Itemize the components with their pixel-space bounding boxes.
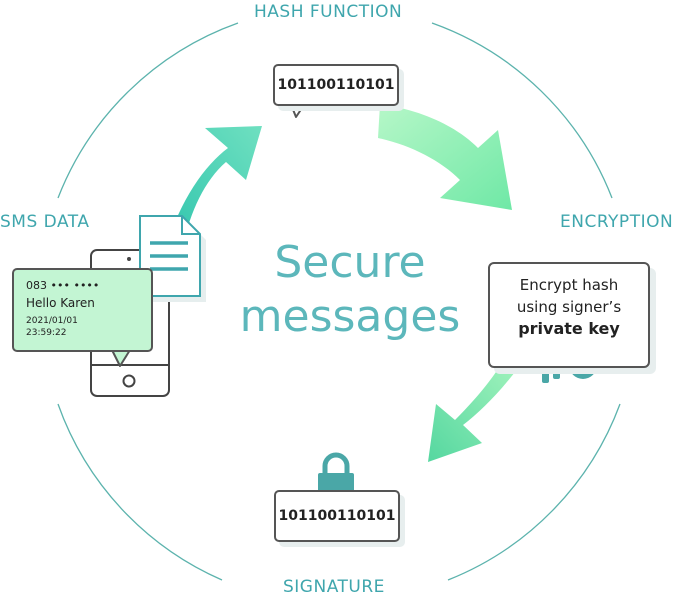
signature-value: 101100110101 <box>278 508 396 524</box>
encrypt-description-box: Encrypt hash using signer’s private key <box>488 262 650 368</box>
label-encryption: ENCRYPTION <box>560 212 674 232</box>
encrypt-line2: using signer’s <box>516 298 622 316</box>
document-icon <box>139 215 206 302</box>
center-title: Secure messages <box>200 236 500 344</box>
center-title-line1: Secure <box>274 237 426 288</box>
sms-time: 23:59:22 <box>26 328 67 338</box>
encrypt-line3: private key <box>518 319 620 338</box>
arrow-icon <box>428 368 518 462</box>
center-title-line2: messages <box>239 291 461 342</box>
cycle-circle <box>57 22 621 581</box>
label-signature: SIGNATURE <box>283 577 385 597</box>
sms-greeting: Hello Karen <box>26 296 95 310</box>
signature-value-box: 101100110101 <box>274 490 400 542</box>
label-sms-data: SMS DATA <box>0 212 90 232</box>
hash-value-box: 101100110101 <box>273 64 399 106</box>
arrow-icon <box>378 104 512 210</box>
encrypt-line1: Encrypt hash <box>519 276 619 294</box>
sms-date: 2021/01/01 <box>26 316 78 326</box>
sms-number: 083 ••• •••• <box>26 279 100 292</box>
label-hash-function: HASH FUNCTION <box>254 2 403 22</box>
hash-value: 101100110101 <box>277 77 395 93</box>
arrow-icon <box>165 126 262 250</box>
sms-message-bubble: 083 ••• •••• Hello Karen 2021/01/01 23:5… <box>12 268 153 352</box>
